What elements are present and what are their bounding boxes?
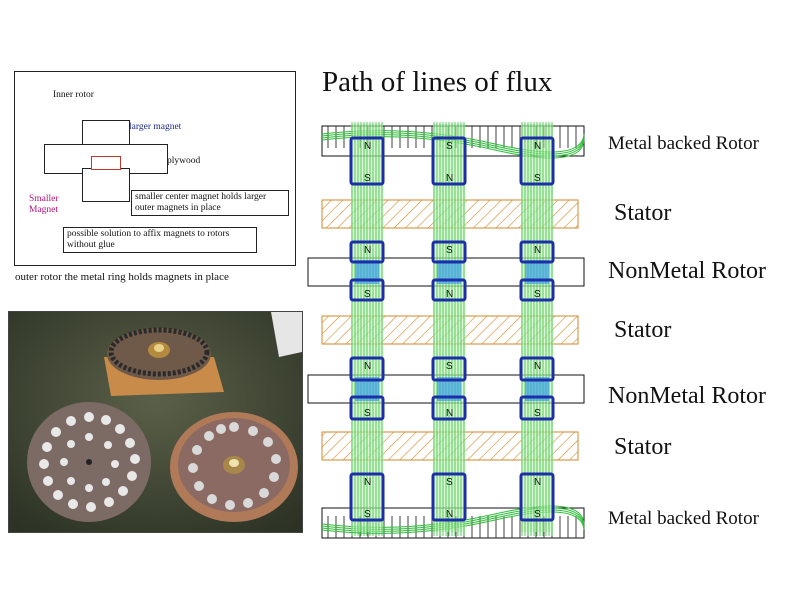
magnet-nm1-lower-2-bottom-pole: N: [446, 289, 453, 300]
magnet-nm1-upper-1: [349, 240, 385, 264]
magnet-bottom-rotor-2-bottom-pole: N: [446, 509, 453, 520]
magnet-bottom-rotor-2: [431, 472, 467, 522]
rotor-sketch: Inner rotor larger magnet plywood Smalle…: [14, 71, 296, 266]
magnet-nm1-upper-2-top-pole: S: [446, 245, 453, 256]
magnet-top-rotor-1-bottom-pole: S: [364, 173, 371, 184]
larger-magnet-bottom: [82, 168, 130, 202]
magnet-nm1-lower-1: [349, 278, 385, 302]
magnet-nm1-upper-1-top-pole: N: [364, 245, 371, 256]
magnet-bottom-rotor-1-top-pole: N: [364, 477, 371, 488]
center-magnet-note-line2: outer magnets in place: [135, 203, 221, 213]
rotor-photo-graphic: [9, 312, 302, 532]
outer-rotor-caption: outer rotor the metal ring holds magnets…: [15, 271, 229, 283]
magnet-top-rotor-2-top-pole: S: [446, 141, 453, 152]
magnet-nm1-lower-2: [431, 278, 467, 302]
magnet-nm2-upper-1: [349, 356, 385, 382]
magnet-nm2-upper-1-top-pole: N: [364, 361, 371, 372]
label-stator-3: Stator: [614, 434, 672, 460]
larger-magnet-label: larger magnet: [129, 122, 182, 132]
magnet-nm1-upper-3: [519, 240, 555, 264]
center-magnet-note-line1: smaller center magnet holds larger: [135, 192, 267, 202]
diagram-title: Path of lines of flux: [322, 66, 553, 98]
magnet-nm2-upper-3-top-pole: N: [534, 361, 541, 372]
flux-diagram: N S N S N S N S S N S N S N S N N S N S N S N S: [307, 122, 585, 539]
magnet-bottom-rotor-3-top-pole: N: [534, 477, 541, 488]
magnet-nm1-lower-1-bottom-pole: S: [364, 289, 371, 300]
inner-rotor-label: Inner rotor: [53, 90, 94, 100]
magnet-nm2-lower-1: [349, 395, 385, 421]
label-nonmetal-rotor-2: NonMetal Rotor: [608, 383, 766, 409]
plywood-label: plywood: [167, 156, 201, 166]
magnet-nm2-lower-2-bottom-pole: N: [446, 408, 453, 419]
label-metal-rotor-top: Metal backed Rotor: [608, 133, 759, 154]
label-nonmetal-rotor-1: NonMetal Rotor: [608, 258, 766, 284]
magnet-top-rotor-2: [431, 136, 467, 186]
magnet-top-rotor-2-bottom-pole: N: [446, 173, 453, 184]
magnet-top-rotor-1: [349, 136, 385, 186]
smaller-center-magnet: [91, 156, 121, 170]
magnet-bottom-rotor-1-bottom-pole: S: [364, 509, 371, 520]
magnet-nm1-lower-3: [519, 278, 555, 302]
magnet-nm2-lower-3-bottom-pole: S: [534, 408, 541, 419]
label-stator-2: Stator: [614, 317, 672, 343]
rotor-photo: [8, 311, 303, 533]
solution-note: possible solution to affix magnets to ro…: [63, 227, 257, 253]
magnet-nm1-lower-3-bottom-pole: S: [534, 289, 541, 300]
solution-note-line2: without glue: [67, 240, 115, 250]
magnet-nm2-lower-2: [431, 395, 467, 421]
magnet-nm1-upper-3-top-pole: N: [534, 245, 541, 256]
magnet-bottom-rotor-2-top-pole: S: [446, 477, 453, 488]
magnet-bottom-rotor-3: [519, 472, 555, 522]
magnet-bottom-rotor-3-bottom-pole: S: [534, 509, 541, 520]
magnet-nm2-upper-2-top-pole: S: [446, 361, 453, 372]
smaller-magnet-label-1: Smaller: [29, 194, 59, 204]
flux-arc: [321, 511, 585, 534]
center-magnet-note: smaller center magnet holds larger outer…: [131, 190, 289, 216]
magnet-top-rotor-3-bottom-pole: S: [534, 173, 541, 184]
magnet-bottom-rotor-1: [349, 472, 385, 522]
magnet-top-rotor-3-top-pole: N: [534, 141, 541, 152]
magnet-top-rotor-3: [519, 136, 555, 186]
label-stator-1: Stator: [614, 200, 672, 226]
smaller-magnet-label-2: Magnet: [29, 205, 59, 215]
label-metal-rotor-bottom: Metal backed Rotor: [608, 508, 759, 529]
magnet-nm2-upper-2: [431, 356, 467, 382]
magnet-nm1-upper-2: [431, 240, 467, 264]
magnet-top-rotor-1-top-pole: N: [364, 141, 371, 152]
magnet-nm2-upper-3: [519, 356, 555, 382]
magnet-nm2-lower-3: [519, 395, 555, 421]
magnet-nm2-lower-1-bottom-pole: S: [364, 408, 371, 419]
solution-note-line1: possible solution to affix magnets to ro…: [67, 229, 230, 239]
